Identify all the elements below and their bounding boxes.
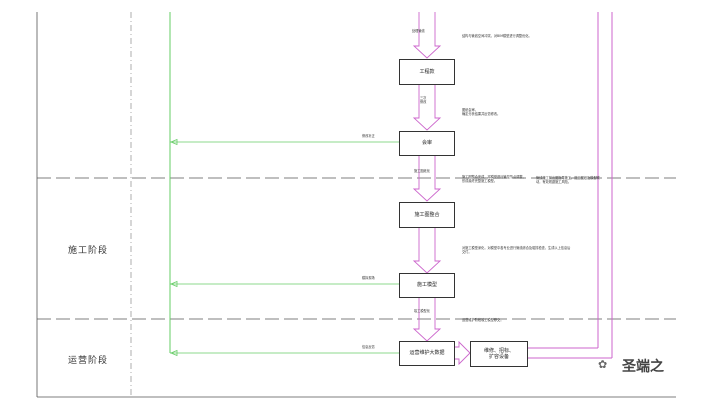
flow-arrow-top <box>412 12 442 59</box>
note-6: 运营维护阶段竣工模型移交。 <box>462 318 504 322</box>
feedback-arrow-3 <box>169 349 178 357</box>
label-completion: 竣工模型化 <box>414 309 430 313</box>
flow-arrow-1 <box>412 84 442 131</box>
process-box-engineering-fee: 工程款 <box>399 59 455 85</box>
label-feedback-3: 信息反馈 <box>362 345 375 349</box>
wechat-icon: ✿ <box>598 358 608 371</box>
process-box-maintenance: 维修、招标、 扩容设备 <box>470 341 528 367</box>
note-5: 对施工模型深化，对模型中各专业进行管线综合及碰撞检查，生成以上信息后 交付。 <box>462 246 571 255</box>
note-4: 管线施工前出图指导施工，施工图纸及模型联动，有效规避施工风险。 <box>536 176 600 185</box>
flow-arrow-3 <box>412 227 442 274</box>
watermark-text: 圣端之 <box>622 359 664 375</box>
lane-label-construction: 施工阶段 <box>68 246 109 256</box>
flow-arrow-2 <box>412 155 442 202</box>
note-3: 施工图整合完成，将模型进行管控节点调整， 形成最终完整施工模型。 <box>462 175 526 184</box>
process-box-operation-data: 运营维护大数据 <box>399 341 455 366</box>
process-box-drawing-integration: 施工图整合 <box>399 202 455 228</box>
label-top-arrow: 处理管线 <box>412 29 425 33</box>
note-1: 结构与管线空间冲突，对BIM模型进行调整优化。 <box>462 34 532 38</box>
lane-label-operation: 运营阶段 <box>68 356 109 366</box>
feedback-arrow-2 <box>169 280 178 288</box>
note-2: 图纸会审， 确定分析结果并反馈修改。 <box>462 108 501 117</box>
feedback-arrow-1 <box>169 138 178 146</box>
process-box-construction-model: 施工模型 <box>399 273 455 298</box>
flow-arrow-horizontal <box>455 340 471 366</box>
label-feedback-2: 模拟现场 <box>362 276 375 280</box>
label-feedback-1: 修改补正 <box>362 134 375 138</box>
label-drawing: 施工图纸化 <box>414 169 430 173</box>
process-box-review: 会审 <box>399 131 455 156</box>
label-revision: 三次 修改 <box>420 96 427 105</box>
